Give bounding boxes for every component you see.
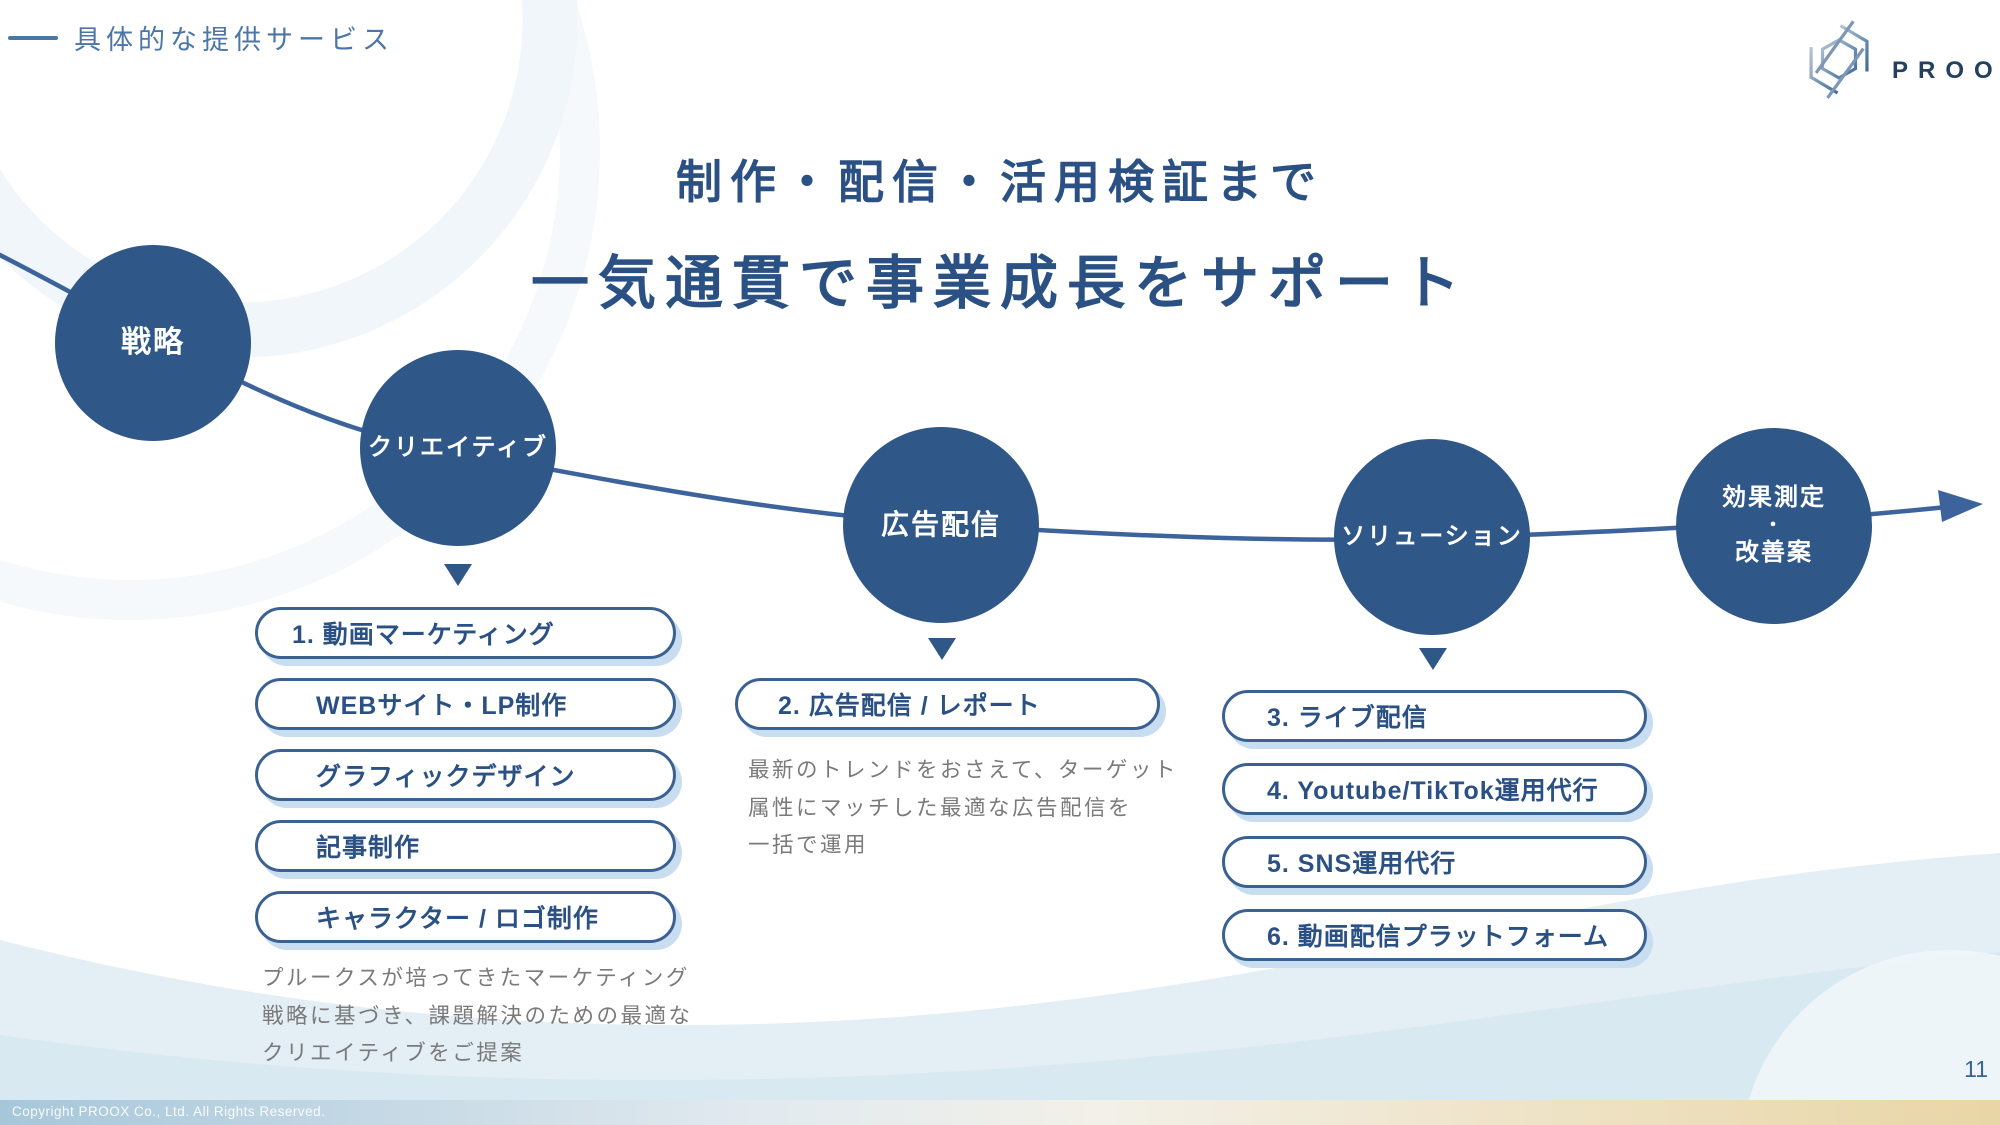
description-line: クリエイティブをご提案: [262, 1041, 525, 1065]
pill-label: 5. SNS運用代行: [1267, 850, 1457, 878]
step-label: 効果測定 ・ 改善案: [1722, 481, 1826, 570]
main-title-line1: 制作・配信・活用検証まで: [676, 156, 1324, 208]
down-triangle-icon: [444, 564, 472, 586]
step-label: 戦略: [121, 325, 185, 359]
service-pill-article: 記事制作: [255, 820, 676, 872]
description-line: 最新のトレンドをおさえて、ターゲット: [748, 758, 1178, 782]
service-pill-web-lp: WEBサイト・LP制作: [255, 678, 676, 730]
service-pill-youtube-tiktok: 4. Youtube/TikTok運用代行: [1222, 763, 1647, 815]
section-marker-line: [8, 36, 58, 40]
pill-label: グラフィックデザイン: [316, 763, 576, 791]
proox-logo: PROOX: [1796, 14, 2000, 106]
logo-text: PROOX: [1892, 57, 2000, 84]
step-label: ソリューション: [1341, 522, 1523, 550]
main-title-line2: 一気通貫で事業成長をサポート: [530, 251, 1469, 316]
step-circle-measurement: 効果測定 ・ 改善案: [1676, 428, 1872, 624]
description-line: 戦略に基づき、課題解決のための最適な: [262, 1003, 693, 1028]
description-line: 一括で運用: [748, 833, 869, 857]
footer-bar: [0, 1100, 2000, 1125]
step-label: クリエイティブ: [367, 433, 549, 461]
creative-description: プルークスが培ってきたマーケティング 戦略に基づき、課題解決のための最適な クリ…: [262, 960, 693, 1073]
wave-shape: [0, 952, 2000, 1125]
ads-description: 最新のトレンドをおさえて、ターゲット 属性にマッチした最適な広告配信を 一括で運…: [748, 752, 1178, 865]
section-title: 具体的な提供サービス: [74, 25, 394, 55]
pill-label: キャラクター / ロゴ制作: [316, 905, 599, 933]
pill-label: 記事制作: [316, 834, 421, 862]
service-pill-ad-delivery: 2. 広告配信 / レポート: [735, 678, 1160, 730]
arrow-right-icon: [1938, 490, 1983, 522]
description-line: プルークスが培ってきたマーケティング: [262, 966, 690, 990]
step-label-line: 効果測定: [1722, 484, 1826, 512]
service-pill-sns: 5. SNS運用代行: [1222, 836, 1647, 888]
step-circle-strategy: 戦略: [55, 245, 251, 441]
step-label: 広告配信: [880, 509, 1001, 541]
pill-label: WEBサイト・LP制作: [316, 692, 568, 720]
decor-ring: [0, 0, 600, 620]
step-circle-solution: ソリューション: [1334, 439, 1530, 635]
step-circle-creative: クリエイティブ: [360, 350, 556, 546]
service-pill-graphic-design: グラフィックデザイン: [255, 749, 676, 801]
logo-icon: [1809, 20, 1869, 99]
step-label-line: 改善案: [1735, 538, 1813, 566]
service-pill-video-marketing: 1. 動画マーケティング: [255, 607, 676, 659]
service-pill-live-streaming: 3. ライブ配信: [1222, 690, 1647, 742]
decor-blob: [1742, 950, 2000, 1125]
pill-label: 3. ライブ配信: [1267, 704, 1428, 732]
service-pill-video-platform: 6. 動画配信プラットフォーム: [1222, 909, 1647, 961]
page-number: 11: [1964, 1056, 1988, 1082]
step-circle-ads: 広告配信: [843, 427, 1039, 623]
down-triangle-icon: [928, 638, 956, 660]
pill-label: 4. Youtube/TikTok運用代行: [1267, 777, 1599, 805]
service-pill-character-logo: キャラクター / ロゴ制作: [255, 891, 676, 943]
copyright-text: Copyright PROOX Co., Ltd. All Rights Res…: [12, 1104, 326, 1119]
pill-label: 1. 動画マーケティング: [292, 621, 555, 649]
pill-label: 6. 動画配信プラットフォーム: [1267, 923, 1610, 951]
down-triangle-icon: [1419, 648, 1447, 670]
pill-label: 2. 広告配信 / レポート: [778, 692, 1041, 720]
step-label-line: ・: [1764, 515, 1784, 536]
description-line: 属性にマッチした最適な広告配信を: [748, 795, 1133, 820]
